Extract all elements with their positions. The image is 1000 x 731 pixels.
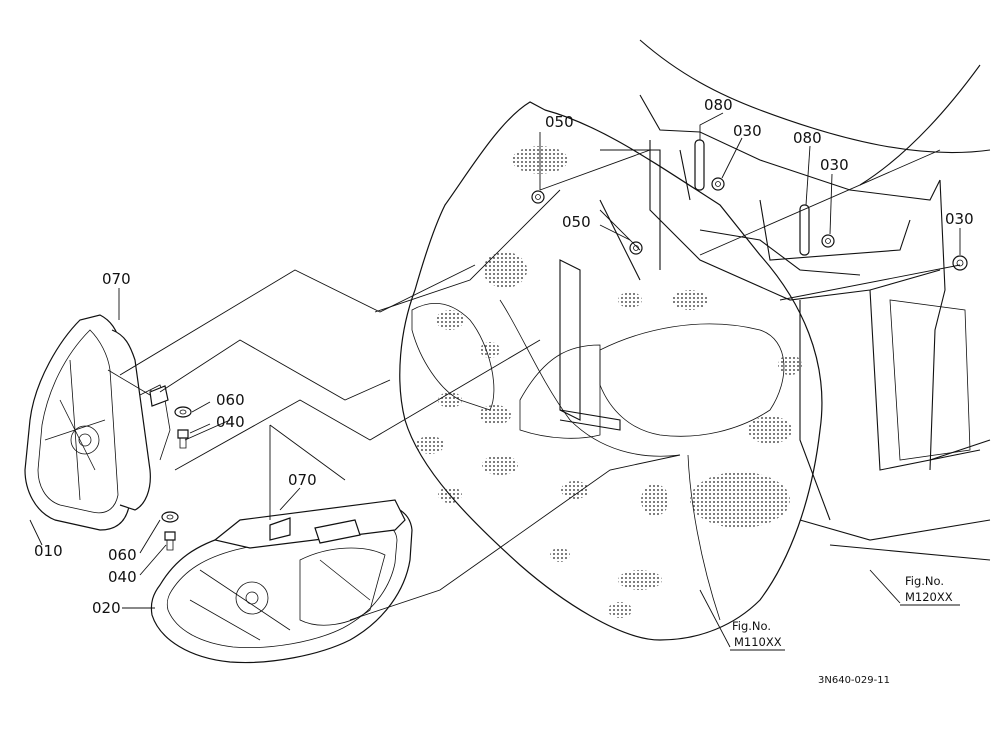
document-number: 3N640-029-11 [818,675,890,686]
label-060-lower: 060 [108,546,137,564]
label-040-upper: 040 [216,413,245,431]
label-070-lower: 070 [288,471,317,489]
fig-ref-m120-title: Fig.No. [905,574,944,588]
label-080-left: 080 [704,96,733,114]
front-grille-panel [399,101,823,641]
nut-030c [952,255,968,271]
label-050-upper: 050 [545,113,574,131]
label-030-middle: 030 [820,156,849,174]
nut-030a [711,177,725,191]
headlight-010 [24,314,171,531]
fig-ref-m120-code: M120XX [905,590,953,604]
label-030-right: 030 [945,210,974,228]
nut-030b [821,234,835,248]
nut-050b [629,241,643,255]
label-030-left: 030 [733,122,762,140]
figure-references: Fig.No. M110XX Fig.No. M120XX [732,574,953,649]
fig-ref-m110-title: Fig.No. [732,619,771,633]
label-060-upper: 060 [216,391,245,409]
label-leaders [29,112,961,651]
part-number-labels: 070 050 050 080 030 080 030 030 060 040 … [34,96,974,617]
grille-mesh [416,146,802,618]
label-040-lower: 040 [108,568,137,586]
fig-ref-m110-code: M110XX [734,635,782,649]
label-050-lower: 050 [562,213,591,231]
bolt-080a [694,139,705,191]
explode-lines [119,149,961,621]
washer-screw-upper [174,406,192,449]
headlight-020 [150,499,413,664]
frame-structure [559,39,991,561]
label-020: 020 [92,599,121,617]
hardware-parts [531,139,968,271]
label-010: 010 [34,542,63,560]
nut-050a [531,190,545,204]
label-070-upper: 070 [102,270,131,288]
washer-screw-lower [161,511,179,551]
bolt-080b [799,204,810,256]
label-080-right: 080 [793,129,822,147]
